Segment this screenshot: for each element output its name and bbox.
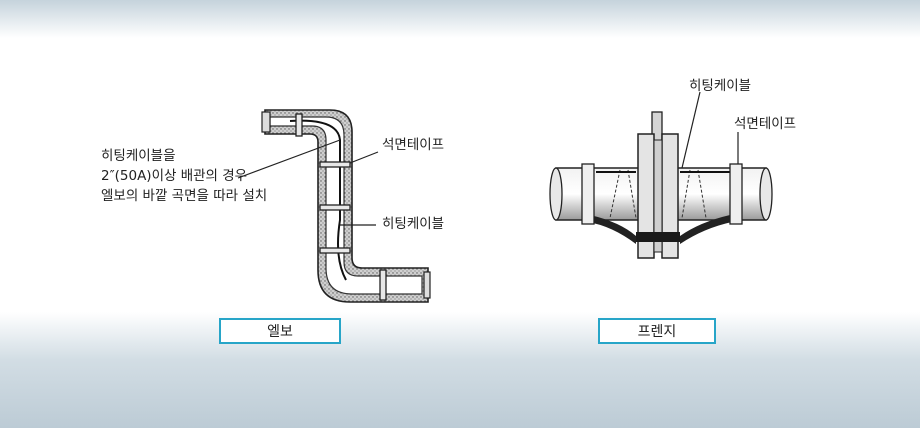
elbow-note-line3: 엘보의 바깥 곡면을 따라 설치 xyxy=(101,188,268,204)
elbow-diagram xyxy=(237,109,431,303)
elbow-note-line1: 히팅케이블을 xyxy=(101,148,176,164)
elbow-tape-band xyxy=(319,161,351,168)
flange-caption: 프렌지 xyxy=(598,318,716,344)
elbow-note-line2: 2″(50A)이상 배관의 경우 xyxy=(101,168,248,184)
elbow-tape-leader xyxy=(349,151,379,164)
elbow-pipe xyxy=(269,116,423,295)
flange-cable-leader xyxy=(681,91,701,169)
elbow-tape-band xyxy=(379,269,387,301)
flange-pipe-left xyxy=(555,167,641,221)
flange-tape-label: 석면테이프 xyxy=(734,116,797,132)
flange-insulation-left xyxy=(588,215,636,244)
elbow-tape-band xyxy=(295,113,303,137)
flange-diagram xyxy=(549,91,773,259)
flange-tape-band xyxy=(581,163,595,225)
elbow-tape-band xyxy=(319,204,351,211)
flange-cable-label: 히팅케이블 xyxy=(689,78,752,94)
elbow-note-leader xyxy=(237,139,341,179)
elbow-cable-label: 히팅케이블 xyxy=(382,216,445,232)
elbow-tape-band xyxy=(319,247,351,254)
flange-insulation-right xyxy=(680,215,732,244)
elbow-end-cap xyxy=(423,271,431,299)
elbow-tape-label: 석면테이프 xyxy=(382,137,445,153)
elbow-caption: 엘보 xyxy=(219,318,341,344)
flange-tape-band xyxy=(729,163,743,225)
elbow-end-cap xyxy=(261,111,271,133)
flange-bottom-band xyxy=(636,232,680,242)
